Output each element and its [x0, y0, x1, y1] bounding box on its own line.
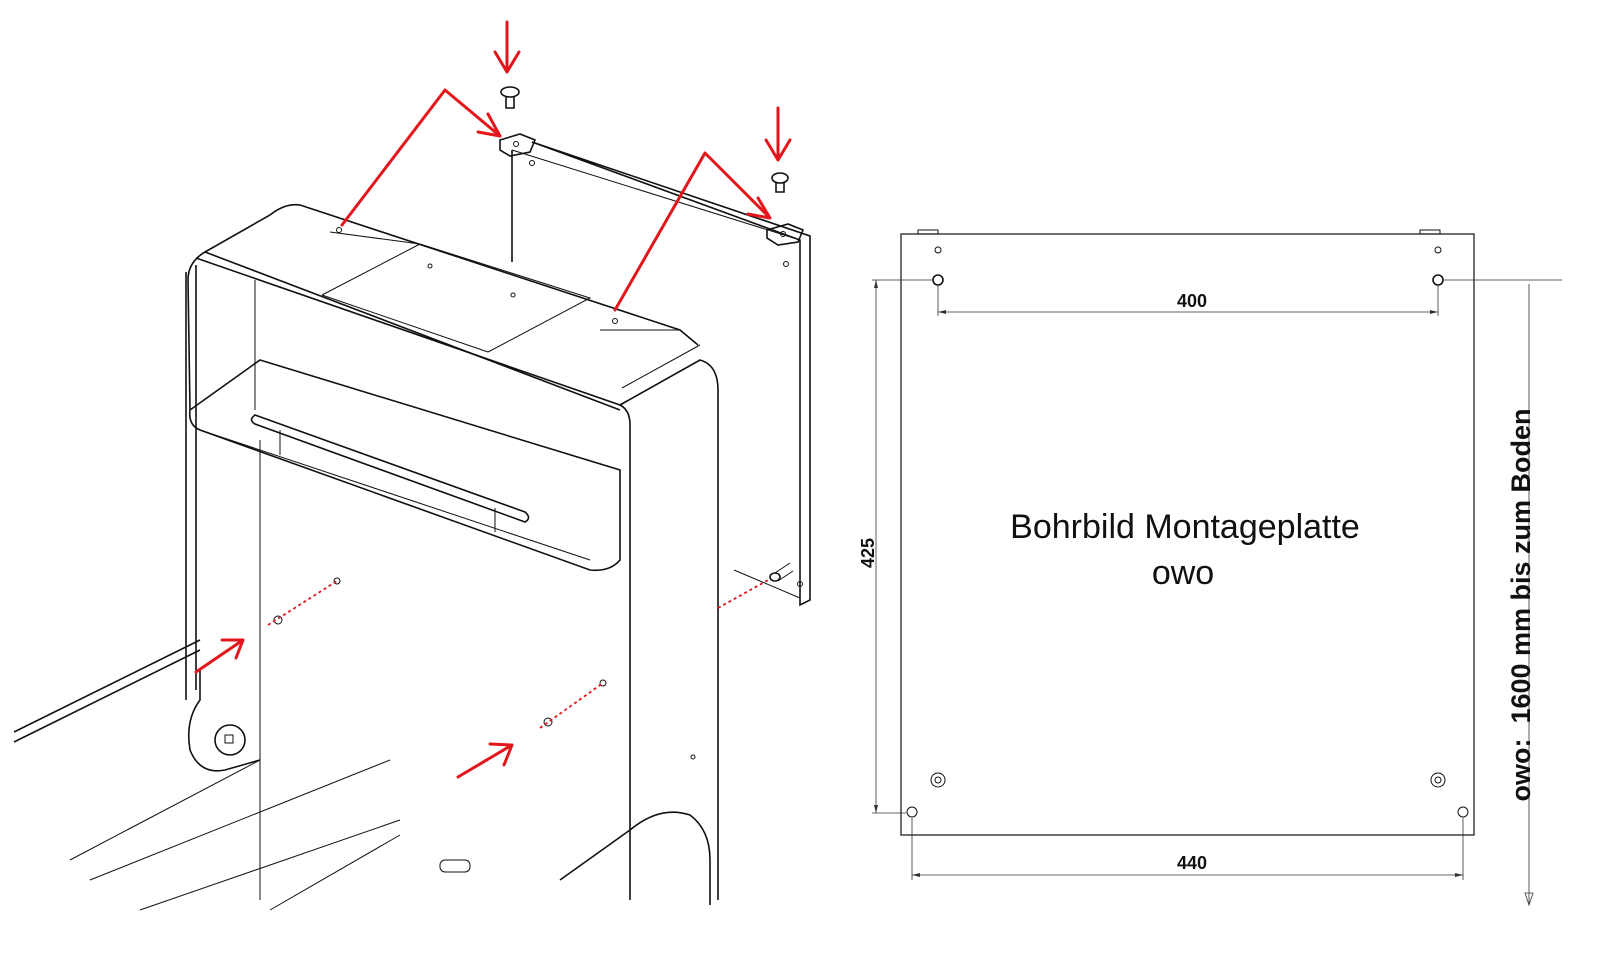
- drill-hole: [932, 274, 944, 286]
- mounting-tab: [766, 223, 805, 246]
- mounting-tab: [499, 133, 537, 157]
- drill-hole: [1430, 772, 1446, 788]
- arrow-down-icon: [764, 106, 792, 162]
- arrow-right-icon: [194, 638, 245, 674]
- template-title: Bohrbild Montageplatte: [1010, 508, 1360, 546]
- shelf-handle: [250, 414, 530, 523]
- screw-icon: [771, 172, 789, 193]
- drill-hole: [1434, 246, 1442, 254]
- drill-hole: [906, 806, 918, 818]
- template-subtitle: owo: [1152, 554, 1214, 592]
- mounting-plate-template: [872, 229, 1562, 907]
- screw-icon: [500, 86, 520, 109]
- dimension-425: 425: [858, 538, 878, 568]
- arrow-down-icon: [493, 20, 521, 74]
- alignment-line: [267, 580, 338, 626]
- cabinet-isometric: [13, 86, 811, 911]
- dimension-440: 440: [1177, 853, 1207, 873]
- dimension-400: 400: [1177, 291, 1207, 311]
- arrow-right-icon: [456, 742, 514, 779]
- drill-hole: [934, 246, 942, 254]
- hinge-disc: [214, 724, 246, 756]
- pointer-arrow-icon: [613, 151, 772, 312]
- floor-height-note: owo: 1600 mm bis zum Boden: [1506, 408, 1536, 801]
- alignment-line: [717, 578, 771, 609]
- drill-hole: [1457, 806, 1469, 818]
- alignment-line: [539, 682, 604, 729]
- pointer-arrow-icon: [340, 88, 502, 227]
- drill-hole: [930, 772, 946, 788]
- drill-hole: [1432, 274, 1444, 286]
